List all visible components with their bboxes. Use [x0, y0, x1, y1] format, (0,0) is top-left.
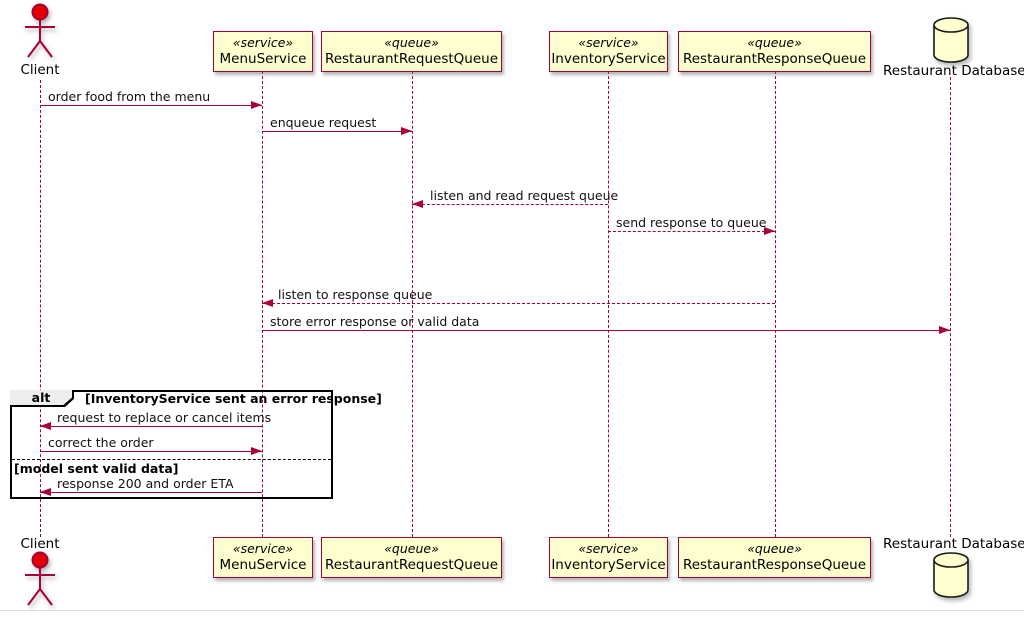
message-line	[40, 426, 262, 427]
participant-name: MenuService	[219, 50, 307, 67]
message-line	[608, 231, 775, 232]
message-label: enqueue request	[270, 115, 377, 130]
participant-menuservice-bottom: «service» MenuService	[213, 537, 313, 578]
participant-name: RestaurantRequestQueue	[324, 50, 499, 67]
stereotype-label: «queue»	[384, 541, 439, 557]
message-line	[412, 204, 608, 205]
arrowhead-icon	[412, 200, 423, 208]
arrowhead-icon	[764, 227, 775, 235]
stereotype-label: «service»	[578, 541, 639, 557]
arrowhead-icon	[401, 127, 412, 135]
stereotype-label: «queue»	[747, 541, 802, 557]
participant-name: RestaurantResponseQueue	[682, 556, 867, 573]
actor-client-label: Client	[20, 62, 60, 78]
stereotype-label: «service»	[232, 35, 294, 51]
arrowhead-icon	[251, 101, 262, 109]
participant-requestqueue-bottom: «queue» RestaurantRequestQueue	[321, 537, 502, 578]
lifeline-client	[40, 80, 41, 537]
arrowhead-icon	[40, 422, 51, 430]
message-label: order food from the menu	[48, 89, 211, 104]
message-label: request to replace or cancel items	[57, 410, 272, 425]
database-icon	[933, 17, 969, 63]
actor-client-label-bottom: Client	[20, 536, 60, 552]
participant-requestqueue-top: «queue» RestaurantRequestQueue	[321, 31, 502, 72]
stereotype-label: «service»	[232, 541, 294, 557]
lifeline-database	[950, 77, 951, 537]
lifeline-inventoryservice	[608, 71, 609, 537]
lifeline-responsequeue	[775, 71, 776, 537]
alt-keyword-pentagon: alt	[10, 390, 74, 407]
actor-icon	[25, 3, 55, 58]
message-label: response 200 and order ETA	[57, 476, 234, 491]
database-label-bottom: Restaurant Database	[883, 536, 1024, 552]
participant-name: InventoryService	[551, 556, 666, 573]
alt-guard-error: [InventoryService sent an error response…	[85, 391, 382, 406]
participant-name: RestaurantRequestQueue	[324, 556, 499, 573]
arrowhead-icon	[939, 326, 950, 334]
message-line	[262, 330, 950, 331]
participant-menuservice-top: «service» MenuService	[213, 31, 313, 72]
database-label: Restaurant Database	[883, 63, 1024, 79]
arrowhead-icon	[262, 299, 273, 307]
message-label: correct the order	[48, 435, 154, 450]
participant-inventoryservice-top: «service» InventoryService	[549, 31, 668, 72]
message-label: store error response or valid data	[270, 314, 480, 329]
stereotype-label: «queue»	[747, 35, 802, 51]
participant-responsequeue-top: «queue» RestaurantResponseQueue	[678, 31, 871, 72]
message-label: send response to queue	[616, 215, 767, 230]
participant-name: MenuService	[219, 556, 307, 573]
alt-keyword: alt	[10, 390, 72, 405]
message-line	[262, 303, 775, 304]
participant-name: RestaurantResponseQueue	[682, 50, 867, 67]
message-line	[40, 492, 262, 493]
message-label: listen and read request queue	[430, 188, 619, 203]
message-line	[262, 131, 412, 132]
arrowhead-icon	[40, 488, 51, 496]
stereotype-label: «service»	[578, 35, 639, 51]
stereotype-label: «queue»	[384, 35, 439, 51]
message-label: listen to response queue	[278, 287, 433, 302]
database-icon	[933, 552, 969, 598]
participant-responsequeue-bottom: «queue» RestaurantResponseQueue	[678, 537, 871, 578]
page-bottom-divider	[0, 610, 1024, 611]
alt-fragment-frame: alt	[10, 390, 333, 499]
alt-divider	[12, 459, 331, 460]
lifeline-requestqueue	[412, 71, 413, 537]
message-line	[40, 105, 262, 106]
message-line	[40, 451, 262, 452]
participant-inventoryservice-bottom: «service» InventoryService	[549, 537, 668, 578]
arrowhead-icon	[251, 447, 262, 455]
participant-name: InventoryService	[551, 50, 666, 67]
actor-icon	[25, 551, 55, 606]
alt-guard-valid: [model sent valid data]	[14, 461, 179, 476]
